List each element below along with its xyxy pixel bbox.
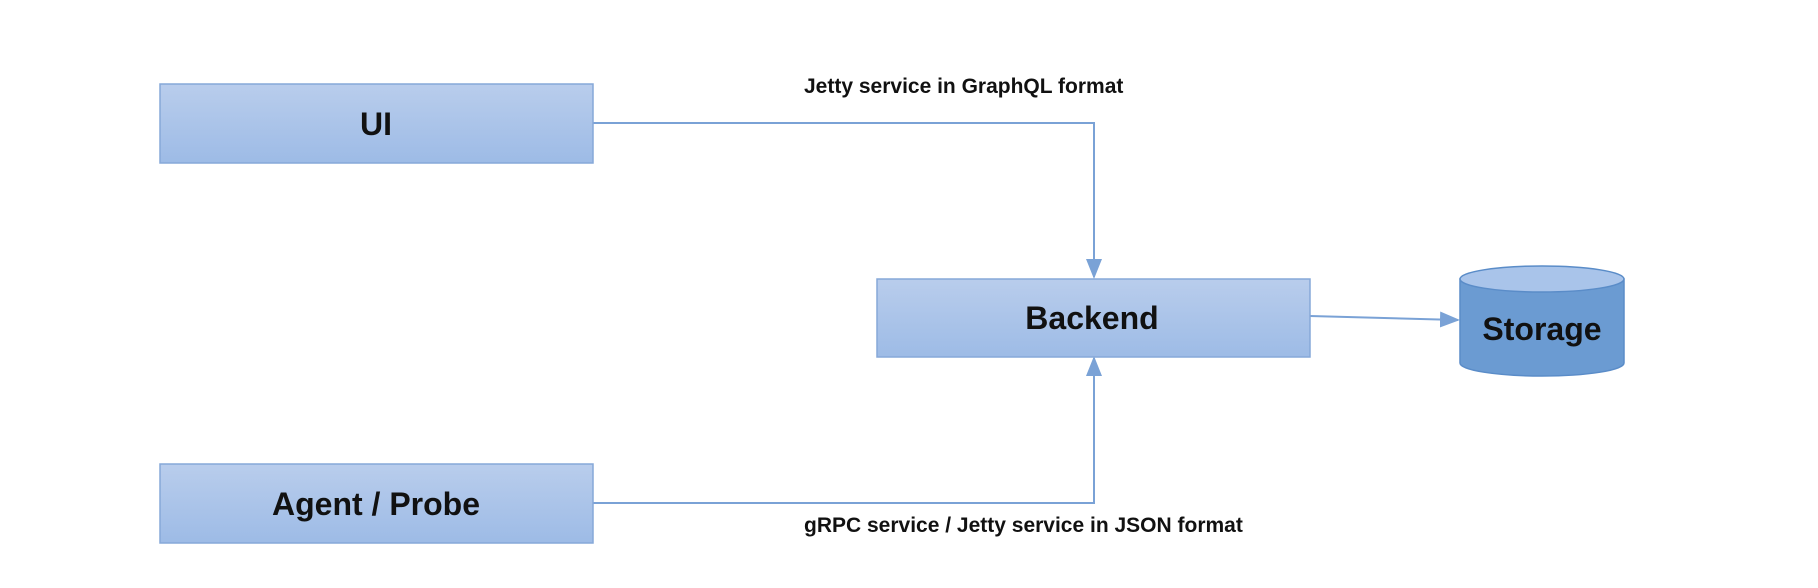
storage-cylinder-top <box>1459 265 1625 293</box>
backend-node-label: Backend <box>1025 300 1158 336</box>
ui-node: UI <box>159 83 594 164</box>
edge-label-graphql: Jetty service in GraphQL format <box>804 75 1123 98</box>
storage-node-label: Storage <box>1482 311 1601 347</box>
storage-cylinder-body <box>1459 278 1625 377</box>
connector-agent-to-backend <box>593 356 1102 504</box>
storage-node: Storage <box>1459 265 1625 377</box>
ui-node-label: UI <box>360 106 392 142</box>
agent-probe-node-label: Agent / Probe <box>272 486 480 522</box>
backend-node: Backend <box>876 278 1311 358</box>
agent-probe-node: Agent / Probe <box>159 463 594 544</box>
edge-label-grpc-json: gRPC service / Jetty service in JSON for… <box>804 514 1243 537</box>
connector-backend-to-storage <box>1309 311 1460 328</box>
connector-ui-to-backend <box>593 122 1102 279</box>
